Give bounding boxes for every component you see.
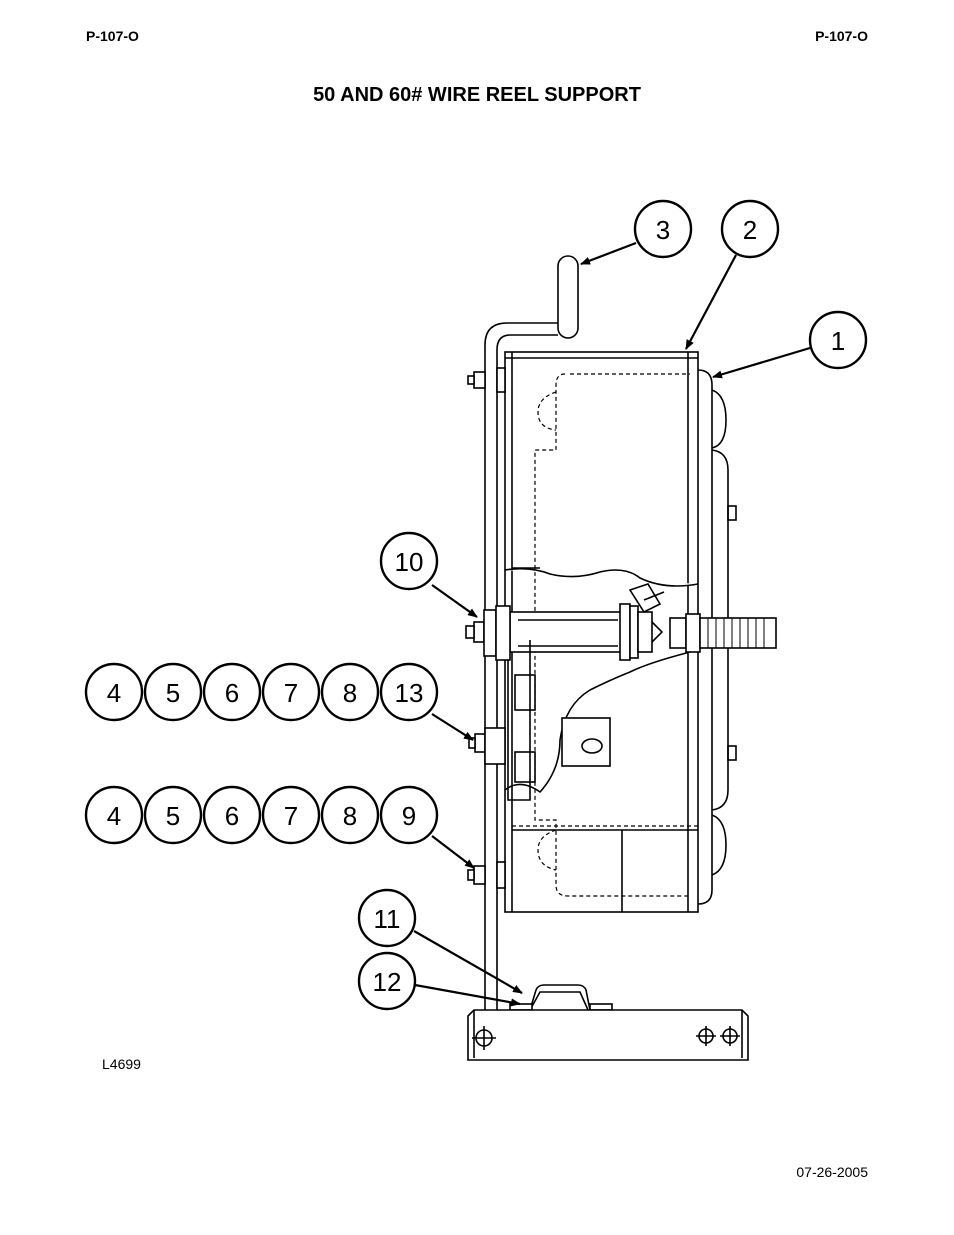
callout-circle [261,785,321,845]
callout-label: 6 [225,801,239,831]
callout-circle [320,785,380,845]
page-code-right: P-107-O [815,28,868,44]
callout-circle [379,785,439,845]
callout-label: 9 [402,801,416,831]
callout-label: 1 [831,326,845,356]
callout-label: 4 [107,801,121,831]
callout-r2-7: 7 [261,785,321,845]
callout-r1-6: 6 [202,662,262,722]
callout-circle [84,785,144,845]
page-title: 50 AND 60# WIRE REEL SUPPORT [313,84,641,106]
callout-circle [143,662,203,722]
revision-date: 07-26-2005 [796,1164,868,1180]
callout-label: 5 [166,678,180,708]
reel-handle [557,255,579,339]
callout-r2-5: 5 [143,785,203,845]
callout-c10: 10 [379,531,439,591]
callouts: 3 2 1 10 4 5 6 7 8 13 4 5 6 7 8 9 11 12 [84,199,868,1011]
lower-bolt [467,861,506,889]
callout-c12: 12 [357,951,417,1011]
callout-c1: 1 [808,310,868,370]
base-clamp [510,984,610,1011]
callout-label: 8 [343,801,357,831]
callout-circle [379,531,439,591]
callout-label: 5 [166,801,180,831]
callout-label: 13 [395,678,424,708]
mounting-tab [561,717,611,767]
callout-circle [202,662,262,722]
callout-label: 6 [225,678,239,708]
callout-label: 2 [743,215,757,245]
callout-r1-13: 13 [379,662,439,722]
callout-c11: 11 [357,888,417,948]
callout-r2-4: 4 [84,785,144,845]
support-bracket [484,322,558,1010]
callout-label: 7 [284,801,298,831]
callout-c3: 3 [633,199,693,259]
callout-circle [808,310,868,370]
callout-circle [143,785,203,845]
callout-r2-9: 9 [379,785,439,845]
middle-bolt [468,727,506,765]
callout-label: 7 [284,678,298,708]
callout-label: 8 [343,678,357,708]
callout-circle [720,199,780,259]
callout-label: 4 [107,678,121,708]
callout-r1-5: 5 [143,662,203,722]
callout-label: 3 [656,215,670,245]
callout-label: 11 [374,904,401,934]
mounting-holes [472,1026,740,1050]
callout-circle [202,785,262,845]
threaded-hub [699,617,777,649]
callout-r1-4: 4 [84,662,144,722]
page-code-left: P-107-O [86,28,139,44]
callout-circle [379,662,439,722]
callout-circle [84,662,144,722]
axle-bolt [465,605,511,661]
reel-drawing [465,255,777,1061]
callout-r1-8: 8 [320,662,380,722]
callout-r2-8: 8 [320,785,380,845]
callout-circle [261,662,321,722]
callout-circle [357,888,417,948]
callout-r1-7: 7 [261,662,321,722]
callout-circle [633,199,693,259]
callout-label: 12 [373,967,402,997]
callout-c2: 2 [720,199,780,259]
callout-r2-6: 6 [202,785,262,845]
callout-circle [357,951,417,1011]
callout-label: 10 [395,547,424,577]
callout-circle [320,662,380,722]
upper-bolt [467,367,506,393]
drawing-number: L4699 [102,1056,141,1072]
leader-lines [413,241,811,1007]
